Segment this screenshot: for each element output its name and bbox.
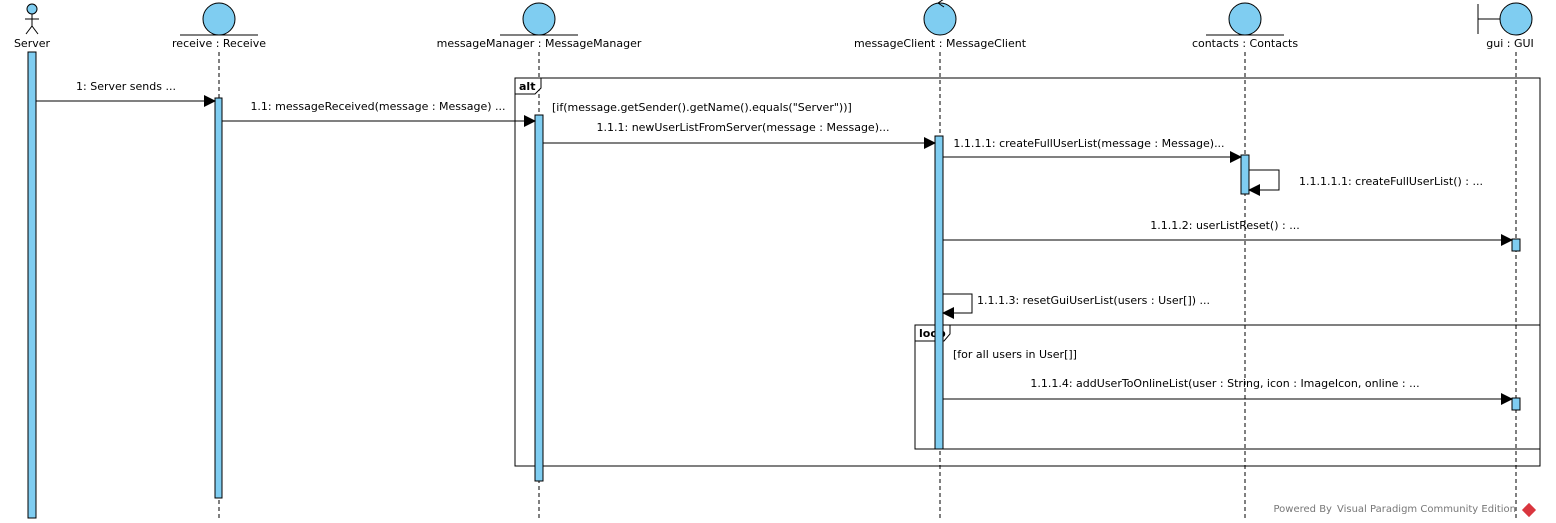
svg-text:1: Server sends ...: 1: Server sends ... [76,80,176,93]
svg-text:1.1.1: newUserListFromServer(m: 1.1.1: newUserListFromServer(message : M… [597,121,890,134]
message-1-1-1-2: 1.1.1.2: userListReset() : ... [943,219,1513,246]
message-1-1-1-3-self: 1.1.1.3: resetGuiUserList(users : User[]… [942,293,1210,319]
message-1-1-1-4: 1.1.1.4: addUserToOnlineList(user : Stri… [943,377,1513,405]
server-activation [27,51,37,519]
receive-entity: receive : Receive [172,2,266,50]
message-manager-entity: messageManager : MessageManager [437,2,642,50]
contacts-activation [1240,154,1250,195]
gui-boundary: gui : GUI [1477,2,1534,50]
message-1-1-1: 1.1.1: newUserListFromServer(message : M… [543,121,936,149]
svg-text:1.1.1.4: addUserToOnlineList(u: 1.1.1.4: addUserToOnlineList(user : Stri… [1030,377,1419,390]
contacts-entity: contacts : Contacts [1192,2,1298,50]
visual-paradigm-logo-icon [1521,502,1537,517]
footer-text: Powered By Visual Paradigm Community Edi… [1273,504,1517,515]
message-1-1: 1.1: messageReceived(message : Message) … [222,100,536,127]
gui-activation-reset [1511,238,1521,252]
gui-label: gui : GUI [1486,37,1534,50]
svg-text:1.1.1.3: resetGuiUserList(user: 1.1.1.3: resetGuiUserList(users : User[]… [977,294,1210,307]
receive-label: receive : Receive [172,37,266,50]
svg-text:1.1.1.1.1: createFullUserList(: 1.1.1.1.1: createFullUserList() : ... [1299,175,1483,188]
message-1-1-1-1-1-self: 1.1.1.1.1: createFullUserList() : ... [1248,169,1483,196]
svg-text:1.1.1.1: createFullUserList(me: 1.1.1.1: createFullUserList(message : Me… [953,137,1224,150]
svg-text:1.1: messageReceived(message :: 1.1: messageReceived(message : Message) … [250,100,505,113]
message-1-1-1-1: 1.1.1.1: createFullUserList(message : Me… [943,137,1242,163]
powered-by-footer: Powered By Visual Paradigm Community Edi… [1273,502,1537,517]
server-label: Server [14,37,51,50]
alt-guard: [if(message.getSender().getName().equals… [552,101,852,114]
loop-guard: [for all users in User[]] [953,348,1077,361]
message-client-label: messageClient : MessageClient [854,37,1027,50]
alt-tag: alt [519,80,535,93]
receive-activation [214,97,223,499]
message-client-activation [934,135,944,450]
message-1: 1: Server sends ... [36,80,216,107]
svg-text:1.1.1.2: userListReset() : ...: 1.1.1.2: userListReset() : ... [1150,219,1299,232]
alt-fragment: alt [if(message.getSender().getName().eq… [514,77,1541,467]
contacts-label: contacts : Contacts [1192,37,1298,50]
gui-activation-add [1511,397,1521,411]
message-manager-label: messageManager : MessageManager [437,37,642,50]
server-actor: Server [14,3,51,50]
loop-fragment: loop [for all users in User[]] [914,324,1541,450]
message-manager-activation [534,114,544,482]
message-client-control: messageClient : MessageClient [854,0,1027,50]
